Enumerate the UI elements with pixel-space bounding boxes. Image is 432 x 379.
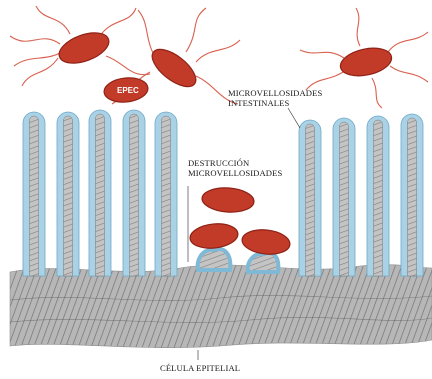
epithelial-cell-label: CÉLULA EPITELIAL xyxy=(160,363,240,373)
flagellum xyxy=(100,8,136,36)
flagellum xyxy=(356,8,360,46)
microvillus xyxy=(299,120,321,276)
epithelial-cell-body xyxy=(10,265,432,348)
microvilli-label-line1: MICROVELLOSIDADES xyxy=(228,88,322,98)
epec-bacterium xyxy=(146,43,202,94)
flagellum xyxy=(14,52,62,66)
destruction-label-line1: DESTRUCCIÓN xyxy=(188,158,282,168)
microvillus xyxy=(23,112,45,276)
microvillus xyxy=(123,110,145,276)
flagellum xyxy=(196,40,240,62)
epec-bacterium xyxy=(189,222,239,251)
epec-bacterium xyxy=(55,27,113,69)
epec-bacterium xyxy=(201,186,255,214)
flagellum xyxy=(10,36,60,44)
epec-bacterium xyxy=(338,44,394,80)
microvillus xyxy=(155,112,177,276)
destruction-label-line2: MICROVELLOSIDADES xyxy=(188,168,282,178)
flagellum xyxy=(36,6,70,34)
flagellum xyxy=(106,56,150,75)
epec-bacterium xyxy=(241,228,291,257)
microvillus xyxy=(401,114,423,276)
flagellum xyxy=(388,32,428,52)
microvillus xyxy=(89,110,111,276)
epec-label: EPEC xyxy=(117,86,139,95)
flagellum xyxy=(306,70,346,90)
flagellum xyxy=(22,58,58,86)
flagellum xyxy=(138,10,156,58)
microvilli-label-line2: INTESTINALES xyxy=(228,98,322,108)
flagellum xyxy=(300,50,344,58)
destruction-label: DESTRUCCIÓN MICROVELLOSIDADES xyxy=(188,158,282,178)
microvillus xyxy=(57,112,79,276)
microvillus xyxy=(333,118,355,276)
microvilli-label: MICROVELLOSIDADES INTESTINALES xyxy=(228,88,322,108)
microvillus xyxy=(367,116,389,276)
flagellum xyxy=(390,66,428,82)
flagellum xyxy=(186,8,206,52)
flagellum xyxy=(372,78,382,108)
